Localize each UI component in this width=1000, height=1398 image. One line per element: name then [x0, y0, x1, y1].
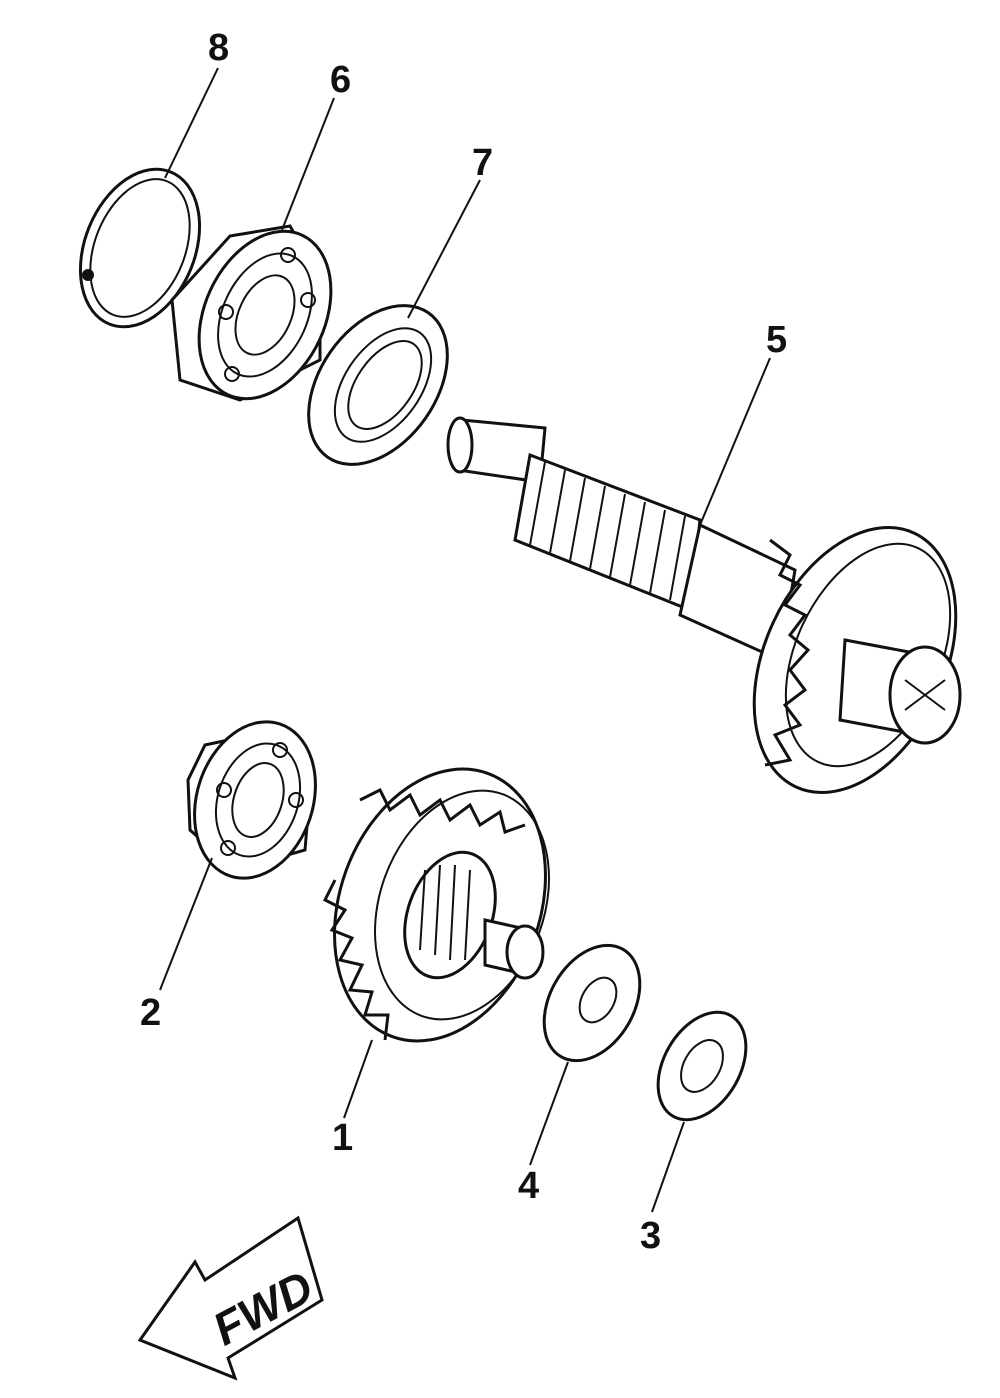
bearing-part-2: [186, 720, 317, 880]
callout-7: 7: [472, 142, 493, 184]
callout-5: 5: [766, 319, 787, 361]
callout-1: 1: [332, 1117, 353, 1159]
callout-labels: 8 6 7 5 2 1 4 3: [140, 27, 787, 1257]
forward-direction-arrow: FWD: [137, 1215, 324, 1381]
callout-4: 4: [518, 1165, 539, 1207]
bearing-part-6: [170, 224, 333, 402]
callout-8: 8: [208, 27, 229, 69]
gear-shaft-part-5: [446, 416, 962, 794]
circlip-ring-part-8: [78, 167, 202, 329]
thrust-washer-part-3: [656, 1010, 748, 1122]
washer-part-4: [542, 943, 642, 1063]
oil-seal-part-7: [307, 304, 449, 466]
leader-lines: [159, 67, 771, 1213]
callout-3: 3: [640, 1215, 661, 1257]
callout-2: 2: [140, 992, 161, 1034]
gear-part-1: [322, 767, 550, 1043]
callout-6: 6: [330, 59, 351, 101]
